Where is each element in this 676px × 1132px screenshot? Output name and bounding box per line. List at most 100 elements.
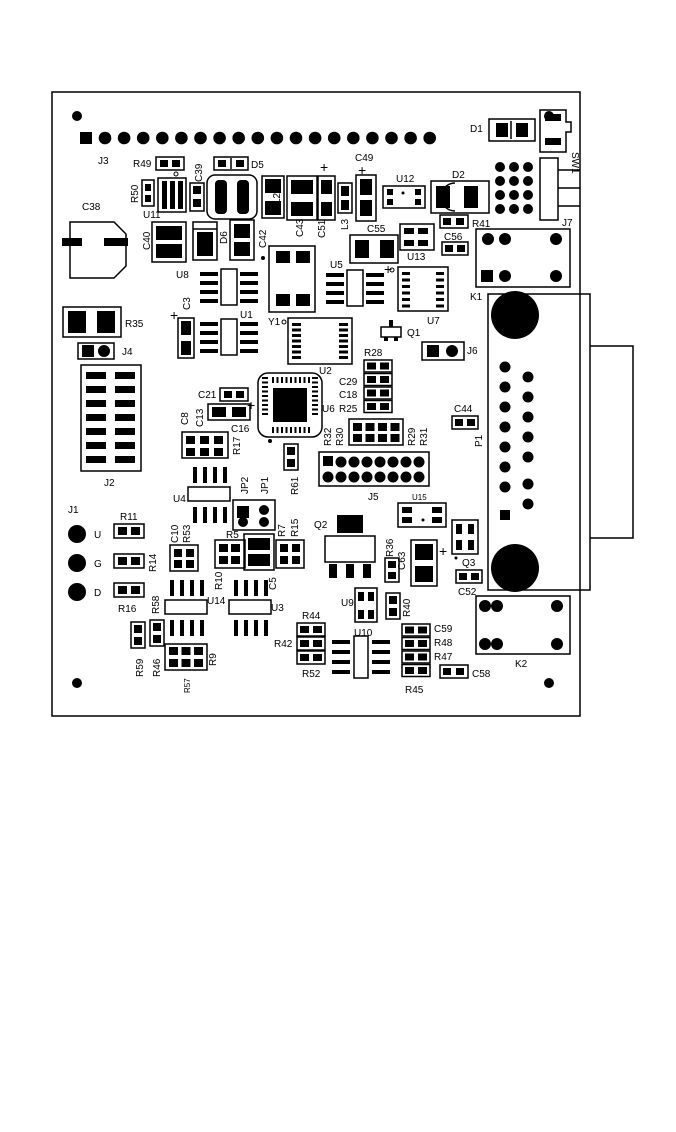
label-R31: R31 (419, 427, 430, 446)
label-R7: R7 (277, 524, 288, 537)
label-U7: U7 (427, 316, 440, 327)
label-U8: U8 (176, 270, 189, 281)
mounting-hole (72, 111, 82, 121)
label-J3: J3 (98, 156, 109, 167)
label-R5: R5 (226, 530, 239, 541)
label-J5: J5 (368, 492, 379, 503)
label-R42: R42 (274, 639, 293, 650)
label-D2: D2 (452, 170, 465, 181)
label-C16: C16 (231, 424, 250, 435)
label-D5: D5 (251, 160, 264, 171)
label-R15: R15 (290, 518, 301, 537)
label-R53: R53 (182, 524, 193, 543)
label-U13: U13 (407, 252, 426, 263)
mounting-hole (544, 678, 554, 688)
label-R49: R49 (133, 159, 152, 170)
label-U9: U9 (341, 598, 354, 609)
label-R30: R30 (335, 427, 346, 446)
label-U3: U3 (271, 603, 284, 614)
label-U14: U14 (207, 596, 226, 607)
label-C49: C49 (355, 153, 374, 164)
designator-labels: D1 SW1 J3 R49 D5 C39 R50 U11 C38 C40 D6 … (68, 124, 580, 696)
label-U: U (94, 530, 101, 541)
label-R29: R29 (407, 427, 418, 446)
label-U1: U1 (240, 310, 253, 321)
label-U2: U2 (319, 366, 332, 377)
label-R32: R32 (323, 427, 334, 446)
label-C44: C44 (454, 404, 473, 415)
label-Q3: Q3 (462, 558, 476, 569)
label-R58: R58 (151, 595, 162, 614)
label-C51: C51 (317, 219, 328, 238)
svg-text:+: + (439, 543, 447, 559)
label-L2: L2 (272, 192, 283, 204)
label-R59: R59 (135, 658, 146, 677)
label-C58: C58 (472, 669, 491, 680)
label-C5: C5 (268, 577, 279, 590)
label-C39: C39 (194, 163, 205, 182)
label-R52: R52 (302, 669, 321, 680)
label-JP2: JP2 (240, 476, 251, 494)
label-R35: R35 (125, 319, 144, 330)
label-Y1: Y1 (268, 317, 281, 328)
label-R10: R10 (214, 571, 225, 590)
label-R46: R46 (152, 658, 163, 677)
label-C3: C3 (182, 297, 193, 310)
sw1-component (539, 109, 572, 153)
svg-text:+: + (320, 159, 328, 175)
label-C10: C10 (170, 524, 181, 543)
label-P1: P1 (474, 434, 485, 447)
label-C56: C56 (444, 232, 463, 243)
label-U10: U10 (354, 628, 373, 639)
label-U11: U11 (143, 210, 161, 221)
d1-component (488, 118, 536, 142)
svg-text:+: + (170, 307, 178, 323)
label-U15: U15 (412, 493, 427, 502)
label-U12: U12 (396, 174, 415, 185)
label-J7: J7 (562, 218, 573, 229)
label-C21: C21 (198, 390, 217, 401)
label-U4: U4 (173, 494, 186, 505)
label-R40: R40 (402, 598, 413, 617)
label-R44: R44 (302, 611, 321, 622)
label-R45: R45 (405, 685, 424, 696)
label-JP1: JP1 (260, 476, 271, 494)
mounting-hole (72, 678, 82, 688)
label-R50: R50 (130, 184, 141, 203)
label-R9: R9 (208, 653, 219, 666)
label-R11: R11 (120, 512, 138, 523)
svg-text:+: + (358, 162, 366, 178)
label-J6: J6 (467, 346, 478, 357)
label-C8: C8 (180, 412, 191, 425)
label-L3: L3 (340, 218, 351, 230)
label-C13: C13 (195, 408, 206, 427)
label-C52: C52 (458, 587, 477, 598)
label-C38: C38 (82, 202, 101, 213)
label-R61: R61 (290, 476, 301, 495)
label-K2: K2 (515, 659, 528, 670)
svg-text:+: + (384, 261, 392, 277)
label-Q1: Q1 (407, 328, 421, 339)
label-R36: R36 (385, 538, 396, 557)
label-R47: R47 (434, 652, 453, 663)
label-J4: J4 (122, 347, 133, 358)
label-J2: J2 (104, 478, 115, 489)
label-D6: D6 (219, 231, 230, 244)
label-R14: R14 (148, 553, 159, 572)
label-G: G (94, 559, 102, 570)
label-C29: C29 (339, 377, 358, 388)
label-C43: C43 (295, 218, 306, 237)
label-U5: U5 (330, 260, 343, 271)
label-C18: C18 (339, 390, 358, 401)
label-R28: R28 (364, 348, 383, 359)
label-D1: D1 (470, 124, 483, 135)
j3-header (80, 131, 437, 145)
label-R48: R48 (434, 638, 453, 649)
label-C40: C40 (142, 231, 153, 250)
label-R41: R41 (472, 219, 491, 230)
label-U6: U6 (322, 404, 335, 415)
label-J1: J1 (68, 505, 79, 516)
label-R16: R16 (118, 604, 137, 615)
label-D: D (94, 588, 101, 599)
